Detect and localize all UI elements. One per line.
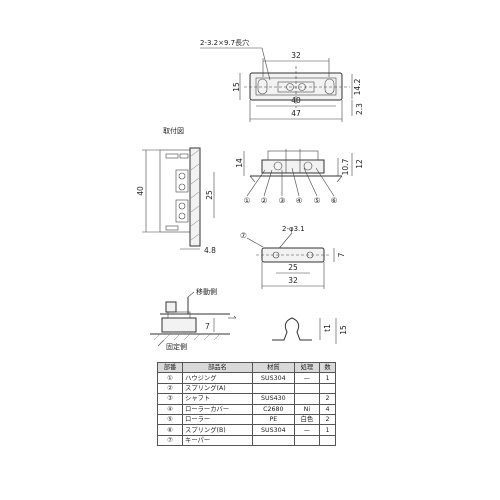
hole-note: 2-φ3.1 (282, 225, 305, 233)
dim-side-r2: 12 (355, 159, 364, 169)
cell-name: キーパー (182, 434, 253, 447)
cell-name: スプリング(B) (182, 424, 253, 436)
table-row: ① ハウジング SUS304 — 1 (156, 372, 337, 384)
dim-side-r1: 10.7 (341, 158, 350, 175)
dim-side-height: 14 (235, 158, 244, 168)
mounting-view: 取付図 40 25 4.8 (136, 126, 216, 255)
dim-gap: 7 (205, 322, 210, 331)
side-view: 14 10.7 12 ① ② ③ ④ ⑤ ⑥ (235, 149, 364, 205)
header-finish: 処理 (293, 361, 320, 374)
cell-finish: — (293, 424, 320, 436)
header-part-no: 部番 (156, 361, 184, 374)
cell-material (251, 434, 295, 447)
dim-top-overall: 47 (291, 109, 301, 118)
dim-spring-h: 15 (339, 325, 348, 335)
table-row: ⑥ スプリング(B) SUS304 — 1 (156, 424, 337, 436)
cell-finish (293, 434, 320, 447)
cell-finish: Ni (293, 403, 320, 415)
table-row: ③ シャフト SUS430 2 (156, 393, 337, 405)
callout-4: ④ (296, 196, 303, 205)
mounting-view-title: 取付図 (163, 126, 184, 135)
cell-qty: 1 (318, 424, 337, 436)
installation-detail: 移動側 7 固定側 (150, 287, 237, 351)
cell-no: ④ (156, 403, 184, 415)
table-row: ④ ローラーカバー C2680 Ni 4 (156, 403, 337, 415)
cell-finish (293, 393, 320, 405)
cell-qty: 2 (318, 413, 337, 426)
header-part-name: 部品名 (182, 361, 253, 374)
cell-material: SUS304 (251, 424, 295, 436)
cell-finish (293, 382, 320, 395)
parts-table: 部番 部品名 材質 処理 数 ① ハウジング SUS304 — 1 ② スプリン… (156, 361, 337, 447)
dim-plate-width: 32 (288, 276, 298, 285)
cell-no: ② (156, 382, 184, 395)
cell-no: ⑤ (156, 413, 184, 426)
dim-mount-height: 40 (136, 186, 145, 196)
callout-2: ② (261, 196, 268, 205)
dim-top-right-height: 14.2 (353, 78, 362, 95)
dim-top-inner: 40 (291, 96, 301, 105)
cell-finish: — (293, 372, 320, 384)
table-header-row: 部番 部品名 材質 処理 数 (156, 361, 337, 374)
table-row: ⑦ キーパー (156, 434, 337, 447)
top-view: 32 2-3.2×9.7長穴 15 14.2 2.3 40 47 (200, 38, 364, 122)
keeper-plate-view: ⑦ 2-φ3.1 7 25 32 (240, 225, 346, 289)
callout-3: ③ (279, 196, 286, 205)
dim-plate-pitch: 25 (288, 263, 298, 272)
callout-5: ⑤ (314, 196, 321, 205)
plate-callout: ⑦ (240, 231, 247, 240)
cell-material: PE (251, 413, 295, 426)
cell-name: ローラーカバー (182, 403, 253, 415)
cell-qty (318, 434, 337, 447)
dim-top-width: 32 (291, 51, 301, 60)
slot-note: 2-3.2×9.7長穴 (200, 38, 249, 47)
cell-name: スプリング(A) (182, 382, 253, 395)
header-material: 材質 (251, 361, 295, 374)
cell-qty: 2 (318, 393, 337, 405)
moving-side-label: 移動側 (196, 287, 217, 296)
cell-qty: 1 (318, 372, 337, 384)
cell-no: ⑦ (156, 434, 184, 447)
cell-material: C2680 (251, 403, 295, 415)
dim-spring-t: t1 (323, 324, 332, 332)
cell-qty (318, 382, 337, 395)
cell-material: SUS304 (251, 372, 295, 384)
dim-top-offset: 2.3 (355, 103, 364, 115)
dim-top-left-height: 15 (232, 82, 241, 92)
cell-material (251, 382, 295, 395)
spring-profile-view: t1 15 (272, 317, 348, 344)
cell-material: SUS430 (251, 393, 295, 405)
table-row: ② スプリング(A) (156, 382, 337, 395)
cell-no: ③ (156, 393, 184, 405)
header-qty: 数 (318, 361, 337, 374)
dim-mount-offset: 4.8 (204, 246, 216, 255)
cell-qty: 4 (318, 403, 337, 415)
cell-name: ローラー (182, 413, 253, 426)
dim-mount-inner: 25 (205, 190, 214, 200)
table-row: ⑤ ローラー PE 白色 2 (156, 413, 337, 426)
cell-name: ハウジング (182, 372, 253, 384)
callout-6: ⑥ (331, 196, 338, 205)
cell-no: ① (156, 372, 184, 384)
cell-name: シャフト (182, 393, 253, 405)
cell-finish: 白色 (293, 413, 320, 426)
callout-1: ① (244, 196, 251, 205)
dim-plate-height: 7 (337, 252, 346, 257)
fixed-side-label: 固定側 (166, 342, 187, 351)
cell-no: ⑥ (156, 424, 184, 436)
